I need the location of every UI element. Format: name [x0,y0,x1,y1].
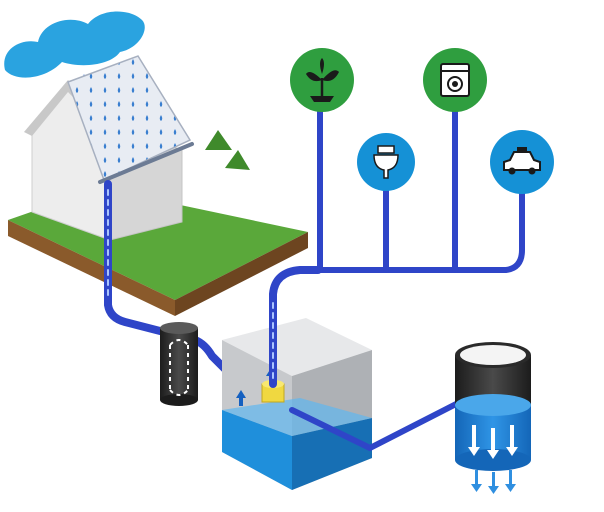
ground-infiltration-arrows [471,470,516,494]
plant-icon [290,48,354,112]
storage-tank [222,318,372,490]
infiltration-arrows [468,425,518,459]
trees [205,130,250,170]
washing-machine-icon [423,48,487,112]
car-icon [490,130,554,194]
supply-pipe [269,107,525,388]
rain-cloud [4,11,145,78]
overflow-pipe [289,399,463,451]
toilet-icon [357,133,415,191]
roof-rain-collector [67,55,194,184]
filter-cylinder [160,322,198,406]
